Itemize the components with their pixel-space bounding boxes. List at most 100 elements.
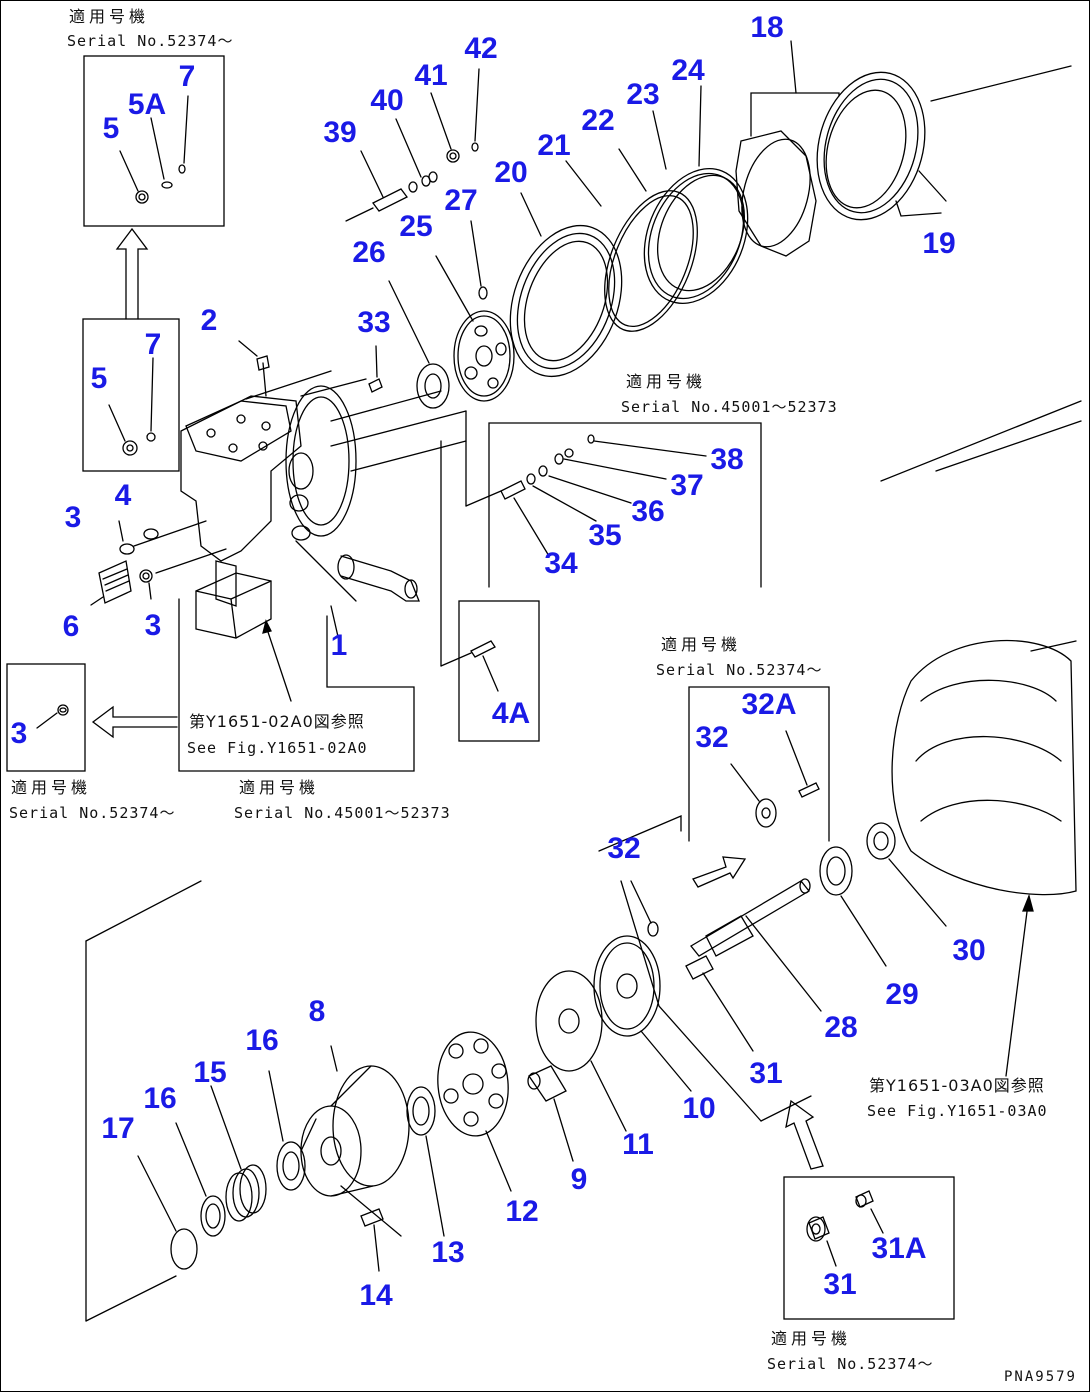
callout-28: 28 [824, 1011, 858, 1044]
callout-1: 1 [330, 629, 348, 662]
callout-6: 6 [62, 610, 80, 643]
ring-30 [866, 822, 947, 927]
note-serial: Serial No.52374～ [67, 32, 234, 50]
callout-18: 18 [750, 11, 784, 44]
hollow-arrow-right [692, 856, 747, 888]
callout-41: 41 [414, 59, 448, 92]
note-serial: Serial No.52374～ [9, 804, 176, 822]
callout-36: 36 [631, 495, 665, 528]
drawing-code: PNA9579 [1003, 1369, 1077, 1385]
callout-9: 9 [570, 1163, 588, 1196]
callout-27: 27 [444, 184, 478, 217]
callout-4: 4 [114, 479, 132, 512]
callout-25: 25 [399, 210, 433, 243]
note-serial: Serial No.45001～52373 [621, 398, 838, 416]
plate-25 [435, 220, 515, 402]
parts-39-42 [345, 68, 480, 222]
inset-frame-34-38 [488, 422, 762, 588]
note-see-fig: See Fig.Y1651-03A0 [867, 1102, 1048, 1120]
callout-39: 39 [323, 116, 357, 149]
gasket-18 [735, 40, 840, 257]
callout-14: 14 [359, 1279, 393, 1312]
ring-22 [618, 148, 647, 192]
callout-17: 17 [101, 1112, 135, 1145]
callout-3: 3 [144, 609, 162, 642]
bearing-26 [388, 280, 450, 409]
callout-31: 31 [749, 1057, 783, 1090]
hollow-arrow-diag [785, 1099, 824, 1170]
ring-20 [509, 192, 623, 378]
note-serial: Serial No.52374～ [767, 1355, 934, 1373]
inset-frame-top [83, 55, 225, 227]
shaft-28 [690, 878, 822, 1012]
note-see-fig-jp: 第Y1651-03A0図参照 [869, 1076, 1045, 1095]
callout-21: 21 [537, 129, 571, 162]
ring-21 [565, 160, 698, 332]
callout-8: 8 [308, 995, 326, 1028]
callout-30: 30 [952, 934, 986, 967]
inset-31-parts [806, 1190, 884, 1267]
callout-2: 2 [200, 304, 218, 337]
small-plugs-top [238, 340, 383, 393]
callout-13: 13 [431, 1236, 465, 1269]
cylinder-block-8 [300, 1045, 410, 1272]
callout-35: 35 [588, 519, 622, 552]
note-serial: Serial No.45001～52373 [234, 804, 451, 822]
hub-30-reference [891, 639, 1077, 1077]
note-applicable-jp: 適用号機 [661, 635, 742, 654]
callout-11: 11 [622, 1128, 654, 1161]
inset-frame-3 [6, 663, 86, 772]
plate-11 [535, 970, 627, 1132]
callout-5: 5 [90, 362, 108, 395]
note-applicable-jp: 適用号機 [626, 372, 707, 391]
hollow-arrow-up [115, 227, 149, 320]
callout-40: 40 [370, 84, 404, 117]
ring-23-24 [643, 85, 749, 304]
callout-38: 38 [710, 443, 744, 476]
callout-33: 33 [357, 306, 391, 339]
construction-lines [85, 400, 1082, 1322]
plate-12 [437, 1031, 512, 1192]
callout-37: 37 [670, 469, 704, 502]
callout-3: 3 [10, 717, 28, 750]
note-see-fig-jp: 第Y1651-02A0図参照 [189, 712, 365, 731]
callout-32A: 32A [741, 688, 797, 721]
note-applicable-jp: 適用号機 [239, 778, 320, 797]
inset-frame-31A [783, 1176, 955, 1320]
callout-31: 31 [823, 1268, 857, 1301]
callout-32: 32 [607, 832, 641, 865]
note-applicable-jp: 適用号機 [771, 1329, 852, 1348]
part-4A-pin [440, 640, 499, 692]
callout-16: 16 [143, 1082, 177, 1115]
parts-34-38 [500, 434, 707, 557]
bearing-29 [819, 846, 887, 967]
callout-10: 10 [682, 1092, 716, 1125]
callout-4A: 4A [491, 697, 531, 730]
spring-13 [406, 1086, 445, 1237]
hollow-arrow-left [91, 705, 178, 739]
valve-block-reference [195, 572, 292, 702]
inset-frame-5-7 [82, 318, 180, 472]
inset-frame-4A [458, 600, 540, 742]
inset-frame-housing [178, 598, 415, 772]
callout-7: 7 [178, 60, 196, 93]
note-applicable-jp: 適用号機 [69, 7, 150, 26]
note-see-fig: See Fig.Y1651-02A0 [187, 739, 368, 757]
note-serial: Serial No.52374～ [656, 661, 823, 679]
note-applicable-jp: 適用号機 [11, 778, 92, 797]
callout-23: 23 [626, 78, 660, 111]
callout-15: 15 [193, 1056, 227, 1089]
callout-26: 26 [352, 236, 386, 269]
callout-12: 12 [505, 1195, 539, 1228]
callout-5: 5 [102, 112, 120, 145]
callout-19: 19 [922, 227, 956, 260]
motor-housing [180, 385, 420, 642]
callout-22: 22 [581, 104, 615, 137]
rings-15-17 [137, 1070, 306, 1270]
callout-7: 7 [144, 328, 162, 361]
callout-20: 20 [494, 156, 528, 189]
housing-leaders [245, 362, 502, 667]
cover-19 [816, 65, 1072, 221]
